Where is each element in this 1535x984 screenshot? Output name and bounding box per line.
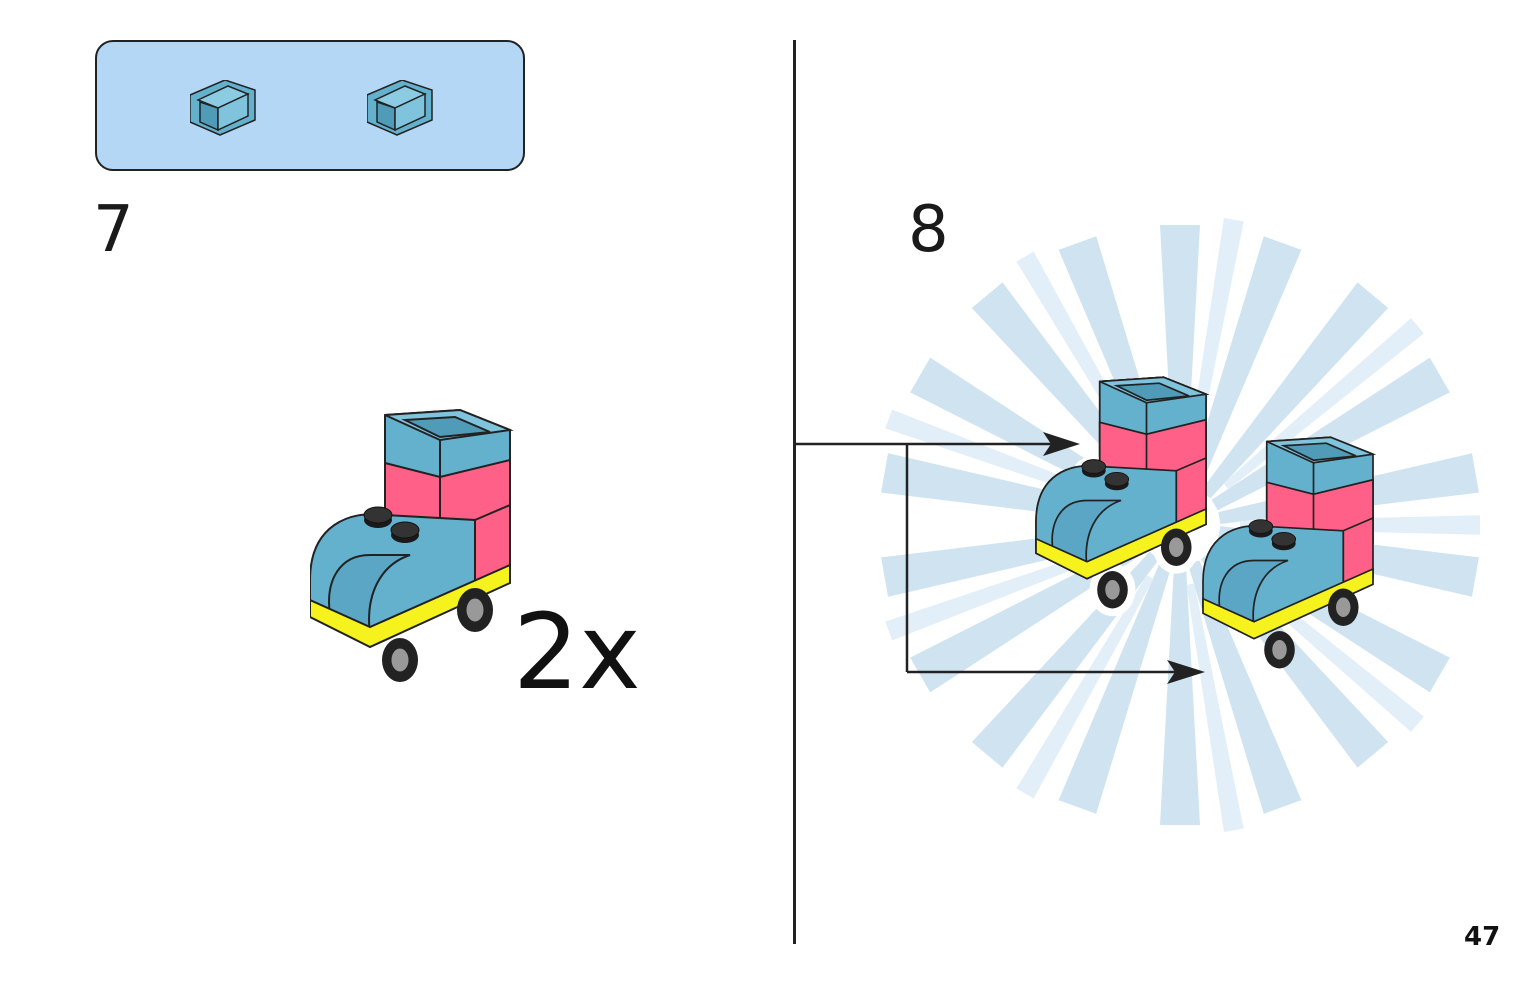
- parts-callout-box: [95, 40, 525, 171]
- arrow-head-icon: [1167, 660, 1205, 684]
- step-divider: [793, 40, 796, 944]
- panel-brick-icon: [190, 80, 256, 136]
- roller-skate-model-right: [1201, 435, 1375, 670]
- roller-skate-model: [310, 408, 512, 684]
- arrow-head-icon: [1043, 432, 1080, 456]
- quantity-multiplier: 2x: [513, 591, 641, 713]
- page-number: 47: [1464, 922, 1501, 952]
- panel-brick-icon: [367, 80, 433, 136]
- step-number: 7: [93, 193, 134, 267]
- assembly-arrows: [795, 432, 1205, 684]
- step-number: 8: [908, 193, 949, 267]
- roller-skate-model-left: [1028, 365, 1218, 665]
- completion-burst: [881, 217, 1480, 833]
